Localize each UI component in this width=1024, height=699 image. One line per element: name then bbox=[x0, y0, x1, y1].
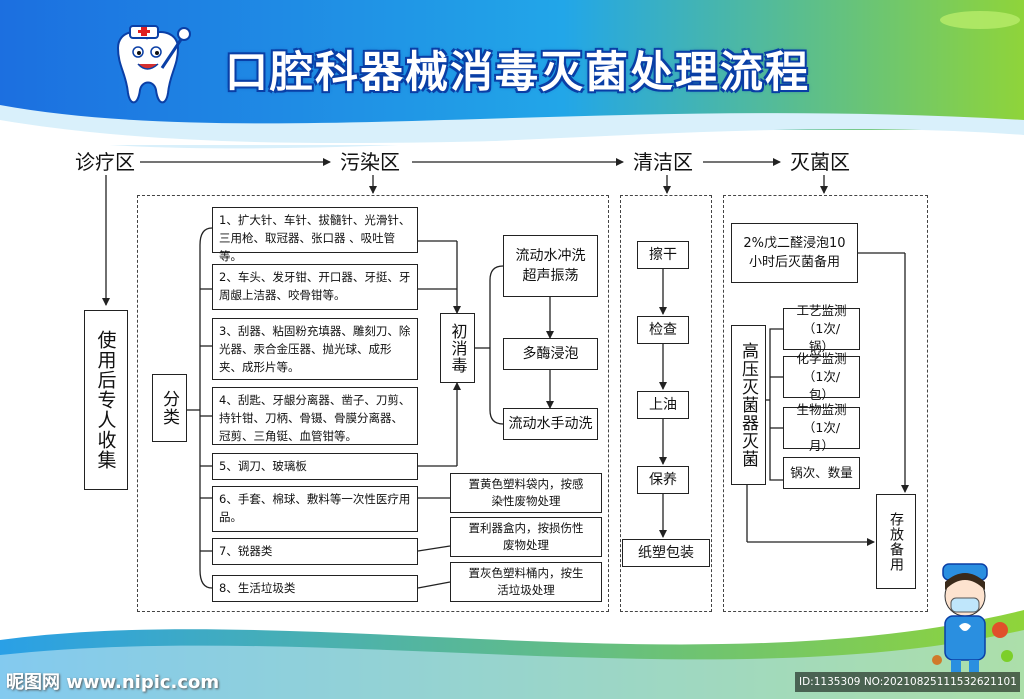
item-7-text: 7、锐器类 bbox=[219, 544, 273, 558]
classify-label: 分类 bbox=[159, 390, 179, 426]
glutaraldehyde-box: 2%戊二醛浸泡10小时后灭菌备用 bbox=[731, 223, 858, 283]
clean-step-oil: 上油 bbox=[637, 391, 689, 419]
clean-region bbox=[620, 195, 712, 612]
item-1-text: 1、扩大针、车针、拔髓针、光滑针、三用枪、取冠器、张口器 、吸吐管等。 bbox=[219, 213, 411, 263]
nurse-illustration-icon bbox=[932, 563, 1013, 672]
collect-label: 使用后专人收集 bbox=[94, 330, 117, 470]
autoclave-box: 高压灭菌器灭菌 bbox=[731, 325, 766, 485]
waste-sharps-box: 置利器盒内，按损伤性废物处理 bbox=[450, 517, 602, 557]
item-8-box: 8、生活垃圾类 bbox=[212, 575, 418, 602]
monitor-chemical-label: 化学监测（1次/包） bbox=[796, 351, 847, 402]
item-3-box: 3、刮器、粘固粉充填器、雕刻刀、除光器、汞合金压器、抛光球、成形夹、成形片等。 bbox=[212, 318, 418, 380]
clean-step-maintain-label: 保养 bbox=[649, 472, 677, 488]
item-3-text: 3、刮器、粘固粉充填器、雕刻刀、除光器、汞合金压器、抛光球、成形夹、成形片等。 bbox=[219, 324, 411, 374]
contaminated-region bbox=[137, 195, 609, 612]
batch-count-label: 锅次、数量 bbox=[790, 465, 853, 480]
wash-step-3: 流动水手动洗 bbox=[503, 408, 598, 440]
initial-disinfect-label: 初消毒 bbox=[448, 322, 468, 374]
waste-infectious-label: 置黄色塑料袋内，按感染性废物处理 bbox=[468, 477, 584, 508]
monitor-biological-box: 生物监测（1次/月） bbox=[783, 402, 860, 453]
zone-contaminated: 污染区 bbox=[340, 150, 400, 174]
item-7-box: 7、锐器类 bbox=[212, 538, 418, 565]
clean-step-inspect: 检查 bbox=[637, 316, 689, 344]
monitor-chemical-box: 化学监测（1次/包） bbox=[783, 351, 860, 402]
storage-box: 存放备用 bbox=[876, 494, 916, 589]
item-4-text: 4、刮匙、牙龈分离器、凿子、刀剪、持针钳、刀柄、骨镊、骨膜分离器、冠剪、三角铤、… bbox=[219, 393, 411, 443]
waste-sharps-label: 置利器盒内，按损伤性废物处理 bbox=[468, 521, 584, 552]
item-2-text: 2、车头、发牙钳、开口器、牙挺、牙周龈上洁器、咬骨钳等。 bbox=[219, 270, 411, 302]
item-5-text: 5、调刀、玻璃板 bbox=[219, 459, 307, 473]
item-1-box: 1、扩大针、车针、拔髓针、光滑针、三用枪、取冠器、张口器 、吸吐管等。 bbox=[212, 207, 418, 263]
clean-step-package-label: 纸塑包装 bbox=[638, 545, 694, 561]
waste-domestic-label: 置灰色塑料桶内，按生活垃圾处理 bbox=[468, 566, 584, 597]
initial-disinfect-box: 初消毒 bbox=[440, 313, 475, 383]
wash-step-1-label: 流动水冲洗超声振荡 bbox=[515, 248, 586, 284]
glutaraldehyde-label: 2%戊二醛浸泡10小时后灭菌备用 bbox=[743, 236, 846, 270]
monitor-process-label: 工艺监测（1次/锅） bbox=[796, 303, 847, 354]
waste-infectious-box: 置黄色塑料袋内，按感染性废物处理 bbox=[450, 473, 602, 513]
wash-step-2-label: 多酶浸泡 bbox=[522, 346, 579, 362]
clean-step-package: 纸塑包装 bbox=[622, 539, 710, 567]
wash-step-1: 流动水冲洗超声振荡 bbox=[503, 235, 598, 297]
watermark-right: ID:1135309 NO:20210825111532621101 bbox=[795, 672, 1020, 692]
item-6-box: 6、手套、棉球、敷料等一次性医疗用品。 bbox=[212, 486, 418, 532]
waste-domestic-box: 置灰色塑料桶内，按生活垃圾处理 bbox=[450, 562, 602, 602]
collect-box: 使用后专人收集 bbox=[84, 310, 128, 490]
batch-count-box: 锅次、数量 bbox=[783, 457, 860, 489]
item-8-text: 8、生活垃圾类 bbox=[219, 581, 296, 595]
autoclave-label: 高压灭菌器灭菌 bbox=[738, 342, 758, 468]
watermark-left: 昵图网 www.nipic.com bbox=[6, 672, 220, 693]
page-title: 口腔科器械消毒灭菌处理流程 bbox=[225, 48, 810, 98]
sterile-region bbox=[723, 195, 928, 612]
zone-treatment: 诊疗区 bbox=[75, 150, 135, 174]
item-4-box: 4、刮匙、牙龈分离器、凿子、刀剪、持针钳、刀柄、骨镊、骨膜分离器、冠剪、三角铤、… bbox=[212, 387, 418, 445]
clean-step-inspect-label: 检查 bbox=[649, 322, 677, 338]
wash-step-2: 多酶浸泡 bbox=[503, 338, 598, 370]
tooth-mascot-icon bbox=[116, 25, 191, 104]
clean-step-maintain: 保养 bbox=[637, 466, 689, 494]
clean-step-oil-label: 上油 bbox=[649, 397, 677, 413]
storage-label: 存放备用 bbox=[888, 511, 904, 572]
classify-box: 分类 bbox=[152, 374, 187, 442]
monitor-process-box: 工艺监测（1次/锅） bbox=[783, 303, 860, 354]
monitor-biological-label: 生物监测（1次/月） bbox=[796, 402, 847, 453]
clean-step-dry-label: 擦干 bbox=[649, 247, 677, 263]
zone-sterile: 灭菌区 bbox=[790, 150, 850, 174]
clean-step-dry: 擦干 bbox=[637, 241, 689, 269]
item-5-box: 5、调刀、玻璃板 bbox=[212, 453, 418, 480]
item-2-box: 2、车头、发牙钳、开口器、牙挺、牙周龈上洁器、咬骨钳等。 bbox=[212, 264, 418, 310]
wash-step-3-label: 流动水手动洗 bbox=[508, 416, 593, 432]
zone-clean: 清洁区 bbox=[633, 150, 693, 174]
item-6-text: 6、手套、棉球、敷料等一次性医疗用品。 bbox=[219, 492, 411, 524]
